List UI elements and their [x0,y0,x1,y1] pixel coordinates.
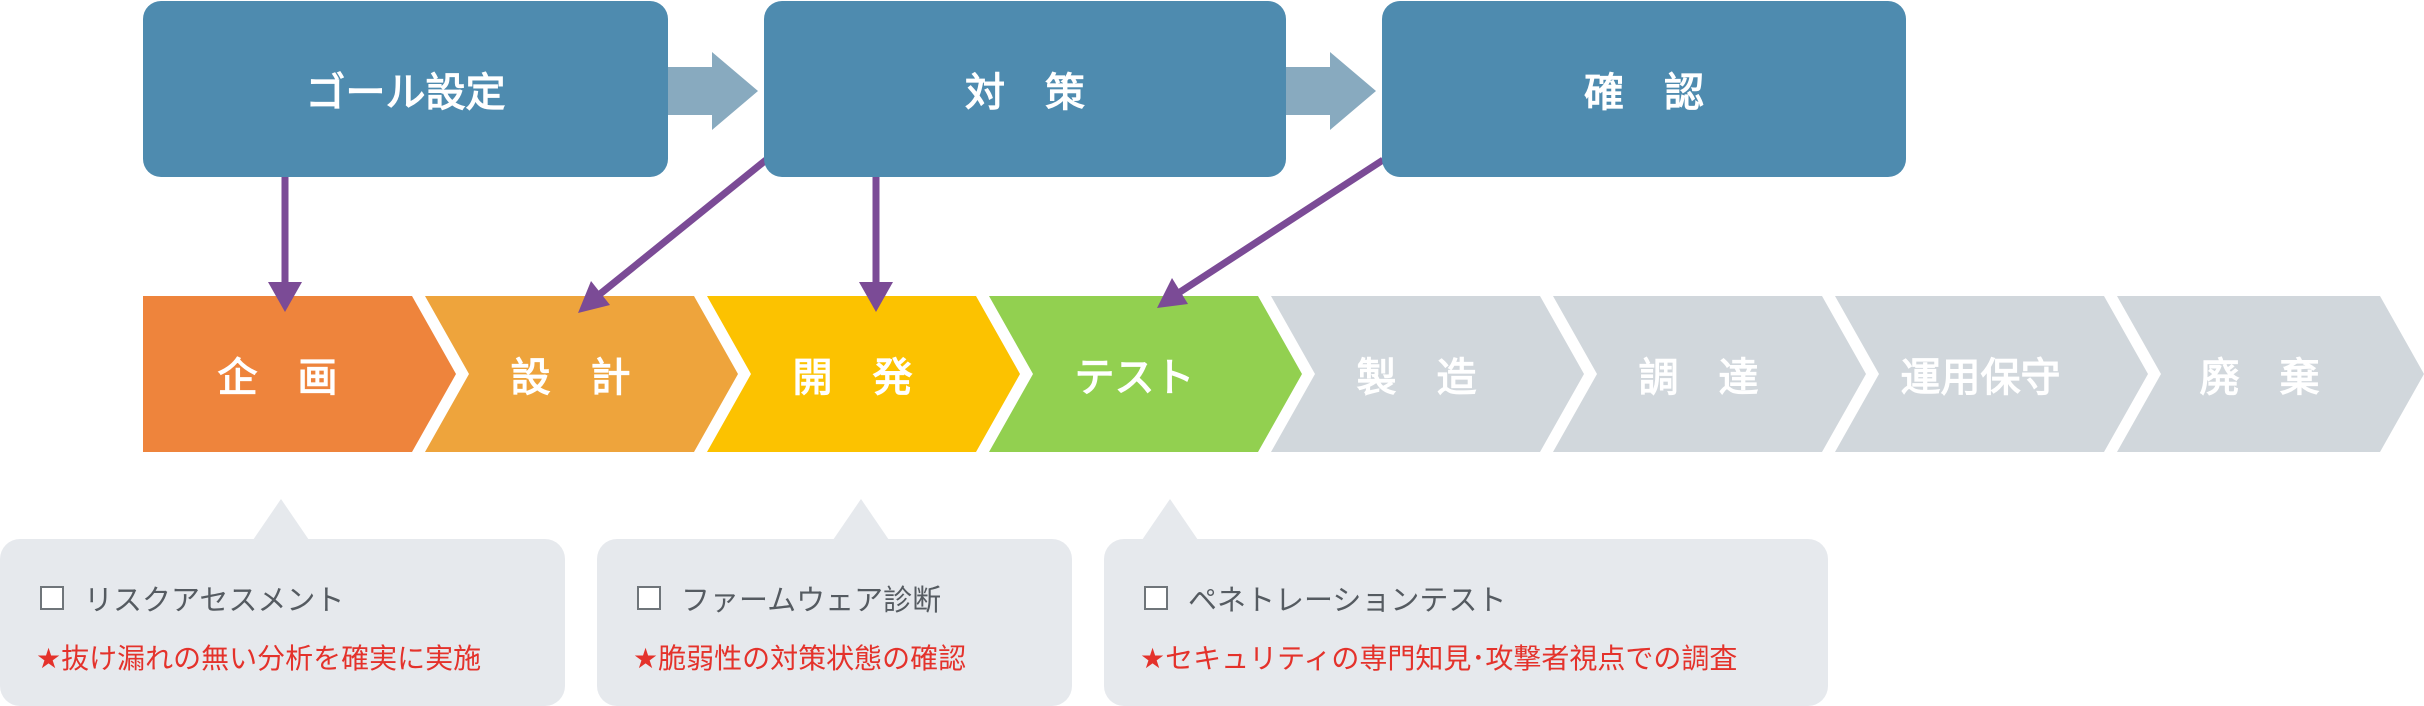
callout-firmware-analysis: ファームウェア診断 ★脆弱性の対策状態の確認 [597,499,1072,706]
goal-label: 確 認 [1584,70,1704,116]
stage-chevron-development[interactable] [707,296,1020,452]
checkbox-icon[interactable] [40,586,64,610]
callout-item-label: ペネトレーションテスト [1188,583,1507,617]
callout-item: ファームウェア診断 [637,577,941,619]
stage-chevron-operation[interactable] [1835,296,2148,452]
stage-label-manufacturing: 製 造 [1356,355,1477,401]
callout-penetration-test: ペネトレーションテスト ★セキュリティの専門知見･攻撃者視点での調査 [1104,499,1828,706]
callout-item-label: ファームウェア診断 [681,583,942,617]
link-arrow-measures-to-development [859,177,893,312]
link-arrow-measures-to-design [578,157,769,313]
goal-label: 対 策 [965,70,1085,116]
goal-label: ゴール設定 [305,70,506,116]
callout-pointer [253,499,309,540]
link-arrow-goal-to-planning [268,177,302,312]
goal-box-measures[interactable]: 対 策 [764,1,1286,177]
goal-flow-arrow [1286,52,1376,130]
stage-label-planning: 企 画 [217,355,338,401]
checkbox-icon[interactable] [1144,586,1168,610]
stage-chevron-test[interactable] [989,296,1302,452]
stage-chevron-planning[interactable] [143,296,456,452]
callout-note: ★セキュリティの専門知見･攻撃者視点での調査 [1140,642,1738,675]
callout-pointer [833,499,889,540]
stage-chevron-manufacturing[interactable] [1271,296,1584,452]
link-arrow-confirm-to-test [1157,157,1385,308]
checkbox-icon[interactable] [637,586,661,610]
callout-item: リスクアセスメント [40,577,344,619]
stage-label-operation: 運用保守 [1900,355,2061,401]
stage-label-development: 開 発 [792,355,913,401]
callout-item-label: リスクアセスメント [84,583,345,617]
goal-flow-arrow [668,52,758,130]
callout-pointer [1142,499,1198,540]
stage-chevron-disposal[interactable] [2117,296,2424,452]
stage-chevron-procurement[interactable] [1553,296,1866,452]
stage-chevron-design[interactable] [425,296,738,452]
stage-label-design: 設 計 [510,355,631,401]
callout-item: ペネトレーションテスト [1144,577,1506,619]
callout-note: ★抜け漏れの無い分析を確実に実施 [36,642,482,675]
goal-box-goal-setting[interactable]: ゴール設定 [143,1,668,177]
callout-note: ★脆弱性の対策状態の確認 [633,642,967,675]
callout-risk-assessment: リスクアセスメント ★抜け漏れの無い分析を確実に実施 [0,499,565,706]
stage-label-procurement: 調 達 [1638,355,1759,401]
stage-label-disposal: 廃 棄 [2199,355,2320,401]
goal-box-confirmation[interactable]: 確 認 [1382,1,1906,177]
stage-label-test: テスト [1074,355,1195,401]
